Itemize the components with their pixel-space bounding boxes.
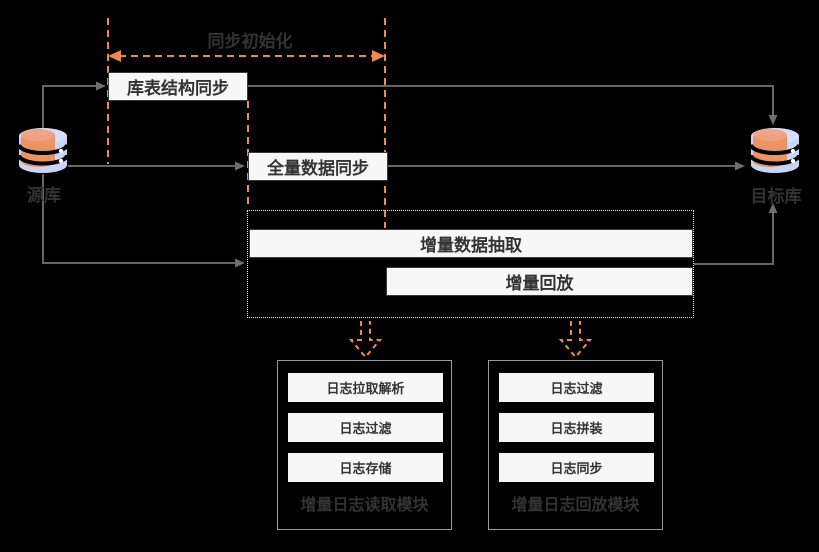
schema-sync-box: 库表结构同步 — [108, 72, 248, 101]
incremental-group — [247, 210, 694, 318]
module-box: 日志存储 — [288, 453, 443, 482]
arrowhead-into-target-bottom — [768, 203, 778, 213]
flow-source-to-incremental — [42, 174, 236, 264]
arrowhead-into-full-sync — [235, 161, 245, 171]
module-box: 日志同步 — [499, 453, 654, 482]
replayer-module-title: 增量日志回放模块 — [511, 497, 640, 514]
target-database-label: 目标库 — [750, 187, 802, 206]
module-box: 日志拼装 — [499, 413, 654, 442]
arrowhead-into-target-top — [768, 115, 778, 125]
target-database-icon — [749, 128, 801, 173]
dashed-down-arrow-reader — [348, 321, 383, 359]
incremental-extract-box: 增量数据抽取 — [249, 229, 693, 258]
reader-module-title: 增量日志读取模块 — [300, 497, 429, 514]
reader-module: 日志拉取解析 日志过滤 日志存储 增量日志读取模块 — [277, 360, 452, 530]
schema-sync-label: 库表结构同步 — [127, 79, 229, 98]
phase-label: 同步初始化 — [207, 32, 293, 51]
module-box-label: 日志拼装 — [550, 421, 603, 436]
module-box: 日志过滤 — [499, 373, 654, 402]
module-box-label: 日志存储 — [339, 461, 392, 476]
flow-incremental-to-target — [694, 212, 774, 265]
incremental-replay-box: 增量回放 — [386, 267, 693, 296]
range-arrowhead-left — [108, 50, 121, 62]
source-database-label: 源库 — [27, 186, 61, 205]
arrowhead-into-incremental — [235, 258, 245, 268]
module-box-label: 日志过滤 — [339, 421, 392, 436]
replayer-module: 日志过滤 日志拼装 日志同步 增量日志回放模块 — [488, 360, 663, 530]
module-box-label: 日志同步 — [550, 461, 603, 476]
dashed-down-arrow-replayer — [558, 321, 593, 359]
module-box-label: 日志过滤 — [550, 381, 603, 396]
module-box-label: 日志拉取解析 — [326, 381, 405, 396]
flow-source-to-schema-sync — [42, 85, 97, 128]
full-sync-label: 全量数据同步 — [267, 159, 369, 178]
module-box: 日志过滤 — [288, 413, 443, 442]
arrowhead-into-target-left — [735, 161, 745, 171]
source-database-icon — [17, 128, 69, 173]
incremental-extract-label: 增量数据抽取 — [420, 236, 522, 255]
flow-schema-sync-to-target — [248, 85, 774, 116]
range-arrowhead-right — [372, 50, 385, 62]
arrowhead-into-schema-sync — [96, 81, 106, 91]
module-box: 日志拉取解析 — [288, 373, 443, 402]
incremental-replay-label: 增量回放 — [505, 274, 574, 293]
full-sync-box: 全量数据同步 — [248, 152, 388, 181]
